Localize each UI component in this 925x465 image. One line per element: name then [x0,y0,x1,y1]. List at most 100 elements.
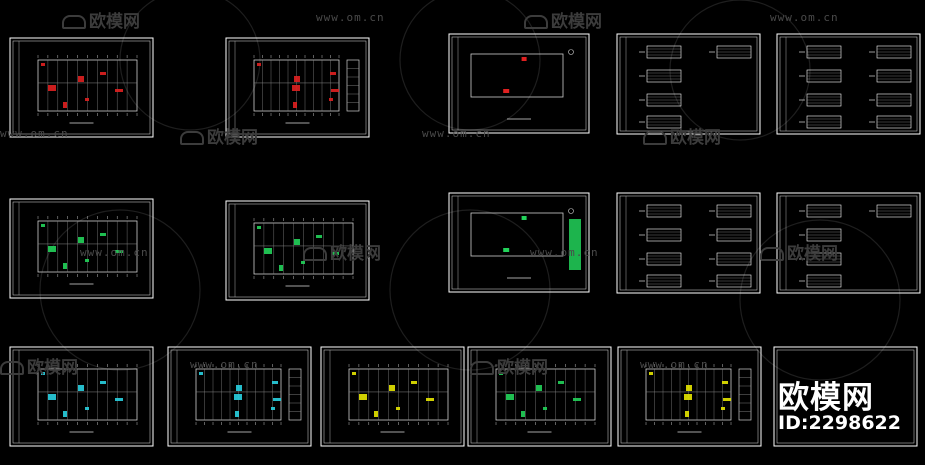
drawing-sheet [467,346,612,447]
plan-accent-mark [721,407,725,410]
sheet-inner-frame [170,349,309,444]
plan-accent-mark [293,102,297,108]
drawing-sheet [320,346,465,447]
sheet-frame [320,346,465,447]
brand-logo-icon [62,15,86,29]
plan-accent-mark [359,394,367,400]
sheet-inner-frame [323,349,462,444]
sheet-frame [776,33,921,135]
sheet-frame [776,192,921,294]
plan-accent-mark [374,411,378,417]
sheet-inner-frame [451,195,587,290]
sheet-frame [167,346,312,447]
plan-accent-mark [279,265,283,271]
plan-accent-mark [503,89,510,93]
plan-accent-mark [63,102,67,108]
plan-accent-mark [331,252,339,255]
plan-accent-mark [271,407,275,410]
plan-accent-mark [235,411,239,417]
watermark-arc [39,209,201,371]
watermark-brand: 欧模网 [0,353,78,378]
plan-accent-mark [506,394,514,400]
sheet-frame [467,346,612,447]
brand-id: ID:2298622 [778,412,901,434]
sheet-frame [9,198,154,299]
sheet-frame [448,192,590,293]
plan-accent-mark [85,98,89,101]
plan-accent-mark [115,89,123,92]
sheet-frame [617,346,762,447]
drawing-sheet [776,192,921,294]
sheet-inner-frame [779,36,918,132]
sheet-inner-frame [779,195,918,291]
sheet-inner-frame [12,201,151,296]
brand-logo-icon [760,247,784,261]
plan-accent-mark [273,398,281,401]
plan-accent-mark [257,63,261,66]
watermark-brand: 欧模网 [303,239,381,264]
sheet-inner-frame [12,40,151,135]
watermark-url: www.om.cn [770,11,839,24]
plan-accent-mark [426,398,434,401]
plan-accent-mark [352,372,356,375]
sheet-frame [773,346,918,447]
drawing-sheet [773,346,918,447]
plan-accent-mark [723,398,731,401]
plan-accent-mark [292,85,300,91]
plan-accent-mark [257,226,261,229]
plan-accent-mark [389,385,395,391]
plan-accent-mark [85,407,89,410]
plan-outline [470,212,564,257]
sheet-inner-frame [776,349,915,444]
drawing-sheet [616,33,761,135]
drawing-sheet [225,37,370,138]
plan-accent-mark [199,372,203,375]
plan-accent-mark [115,250,123,253]
plan-accent-mark [115,398,123,401]
plan-accent-mark [78,237,84,243]
sheet-frame [225,200,370,301]
plan-accent-mark [521,216,527,220]
watermark-brand: 欧模网 [760,239,838,264]
sheet-frame [448,33,590,134]
drawing-sheet [776,33,921,135]
legend-block [569,219,581,270]
watermark-arc [119,0,261,131]
plan-accent-mark [499,372,503,375]
plan-accent-mark [649,372,653,375]
watermark-brand: 欧模网 [643,123,721,148]
drawing-sheet [9,346,154,447]
plan-accent-mark [503,248,510,252]
plan-accent-mark [684,394,692,400]
watermark-brand: 欧模网 [62,7,140,32]
drawing-sheet [167,346,312,447]
plan-accent-mark [521,411,525,417]
brand-logo-icon [180,131,204,145]
watermark-url: www.om.cn [316,11,385,24]
plan-accent-mark [48,246,56,252]
watermark-url: www.om.cn [640,358,709,371]
plan-accent-mark [573,398,581,401]
plan-accent-mark [63,411,67,417]
plan-accent-mark [234,394,242,400]
plan-accent-mark [78,76,84,82]
watermark-url: www.om.cn [422,127,491,140]
drawing-sheet [617,346,762,447]
plan-accent-mark [78,385,84,391]
brand-logo-icon [643,131,667,145]
sheet-frame [616,33,761,135]
plan-accent-mark [536,385,542,391]
sheet-frame [9,37,154,138]
plan-accent-mark [48,394,56,400]
sheet-inner-frame [619,36,758,132]
watermark-url: www.om.cn [0,127,69,140]
sheet-inner-frame [451,36,587,131]
sheet-inner-frame [620,349,759,444]
plan-outline [470,53,564,98]
plan-accent-mark [236,385,242,391]
plan-accent-mark [685,411,689,417]
plan-accent-mark [272,381,278,384]
watermark-arc [739,219,901,381]
plan-accent-mark [294,76,300,82]
